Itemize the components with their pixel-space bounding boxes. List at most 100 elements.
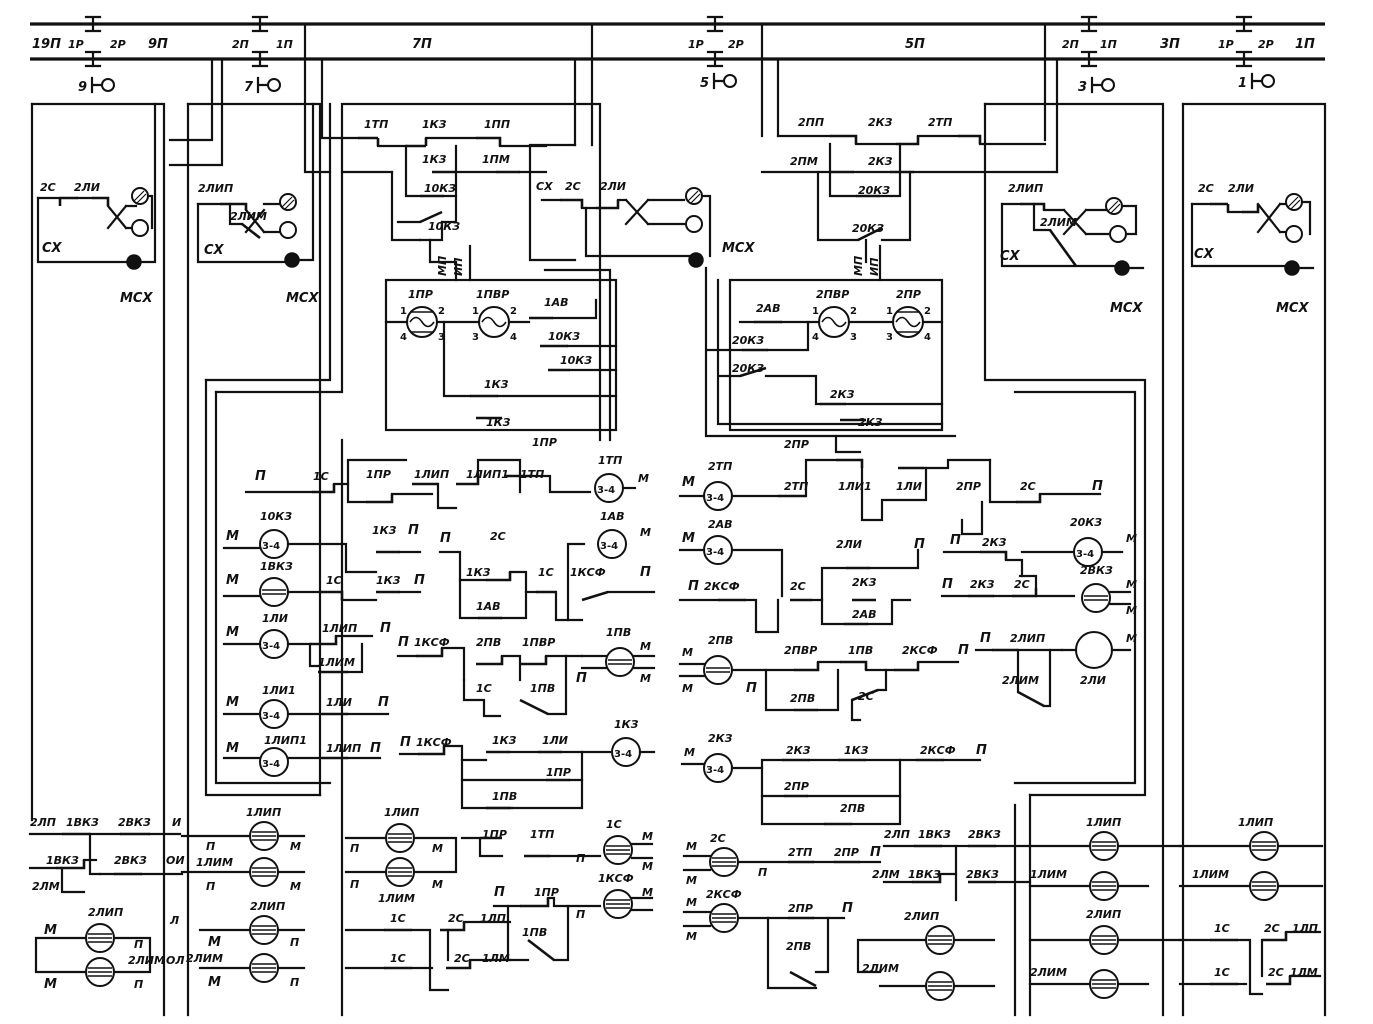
contact-label: 1АВ [544,296,569,309]
relay-label: 2ПВ [708,634,733,647]
contact-label: 2С [1020,480,1036,493]
lamp-dark-icon [688,252,704,268]
lamp-icon [685,187,703,205]
signal-1-icon: 1 [1238,72,1275,91]
svg-text:1: 1 [400,306,407,317]
contact-label: 2ЛИМ [1002,674,1039,687]
relay-label: 1ПР [408,288,433,301]
svg-text:3-4: 3-4 [262,641,280,652]
wire-label: ОИ [166,854,185,867]
contact-label: 2ПВ [476,636,501,649]
svg-text:4: 4 [400,332,407,343]
wire-label: П [134,938,143,951]
relay-label: 1ВКЗ [260,560,293,573]
lamp-icon [279,193,297,211]
right-route-block: 2ПП 2КЗ 2ТП 2ПМ 2КЗ 20КЗ 20КЗ [760,116,1059,282]
wire-label: М [686,840,697,853]
contact-label: П [378,695,389,710]
contact-label: 1ЛИП1 [466,468,509,481]
lamp-dark-icon [126,254,142,270]
contact-label: 1КСФ [416,736,452,749]
contact-label: 1ЛП [480,912,506,925]
right-relay-ladder: 3-4 М 2ТП 2ТП 1ЛИ1 1ЛИ 2ПР 2С П 3-4 [678,458,1137,826]
contact-label: 2ПР [784,780,809,793]
signal-number: 3 [1078,80,1087,95]
signal-head-9: 2С 2ЛИ СХ МСХ [36,102,157,306]
contact-label: 1КЗ [492,734,517,747]
contact-label: 2КСФ [902,644,938,657]
contact-label: 2ВКЗ [968,828,1001,841]
rung-1tp: 3-4 П 1С 1ПР 1ЛИП 1ЛИП1 1ТП 1ТП М [244,454,649,510]
switch-label: 1П [1100,38,1117,51]
relay-label: 1ЛИМ [1030,868,1067,881]
section-label: 19П [32,37,61,52]
relay-1lip1-icon [259,747,289,777]
contact-label: 1ЛИ [896,480,922,493]
wire-label: М [432,878,443,891]
relay-label: 2ЛИП [250,900,285,913]
wire-label: МСХ [722,241,755,256]
contact-label: 2ПР [784,438,809,451]
contact-label: 1ЛМ [482,952,510,965]
contact-label: 10КЗ [560,354,592,367]
contact-label: 10КЗ [428,220,460,233]
relay-label: 1ЛИМ [196,856,233,869]
svg-text:3-4: 3-4 [706,493,724,504]
relay-1vkz-icon [259,577,289,607]
contact-label: 2АВ [852,608,877,621]
wire-label: П [494,885,505,900]
wire-label: М [208,935,221,950]
contact-label: 1ВКЗ [908,868,941,881]
svg-text:3-4: 3-4 [1076,549,1094,560]
section-label: 7П [412,37,432,52]
contact-label: 2КЗ [786,744,811,757]
contact-label: 1ПР [366,468,391,481]
contact-label: 2ПП [798,116,824,129]
contact-label: 2С [1198,182,1214,195]
contact-label: 1С [1214,966,1230,979]
lamp-dark-icon [1284,260,1300,276]
wire-label: М [1126,532,1137,545]
wire-label: М [640,640,651,653]
track-bus [30,15,1325,68]
contact-label: 1С [538,566,554,579]
contact-label: 2ТП [928,116,952,129]
contact-label: 1ПР [532,436,557,449]
svg-text:3-4: 3-4 [614,749,632,760]
relay-label: 2АВ [708,518,733,531]
contact-label: 1ЛИМ [318,656,355,669]
wire-label: М [686,930,697,943]
contact-label: 2КЗ [858,416,883,429]
contact-label: 2ЛИМ [1040,216,1077,229]
contact-label: 2ПВ [840,802,865,815]
contact-label: 2ЛИП [198,182,233,195]
contact-label: 2ПМ [790,155,818,168]
contact-label: 2КЗ [852,576,877,589]
signal-head-1: 2С 2ЛИ СХ МСХ [1190,182,1315,316]
rung-1pv: П 1КСФ 2ПВ 1ПВР 1С 1ПВ П 1ПВ М М [396,626,656,718]
left-relay-ladder: 3-4 П 1С 1ПР 1ЛИП 1ЛИП1 1ТП 1ТП М 3-4 М … [222,454,656,810]
contact-label: 1С [313,470,329,483]
contact-label: 1КЗ [484,378,509,391]
section-label: 9П [148,37,168,52]
lamp-dark-icon [1114,260,1130,276]
left-route-block: 1ТП 1КЗ 1ПП 1КЗ 1ПМ 10КЗ 10КЗ [340,118,548,282]
wire-label: П [290,936,299,949]
contact-label: П [1092,479,1103,494]
relay-2vkz-icon [1081,583,1111,613]
contact-label: 1КСФ [570,566,606,579]
section-label: 5П [905,37,925,52]
wire-label: М [208,975,221,990]
bus-section-labels: 19П 9П 7П 5П 3П 1П 1Р 2Р 2П 1П 1Р 2Р 2П … [32,37,1315,52]
lamp-icon [1285,193,1303,211]
wire-label: ИП [868,258,881,276]
rung-2pv: М М 2ПВ 2ПВР 1ПВ 2КСФ П 2ПВ 2С П [678,634,969,722]
contact-label: 2ВКЗ [118,816,151,829]
relay-label: 1АВ [600,510,625,523]
contact-label: 20КЗ [858,184,890,197]
wire-label: МП [436,256,449,276]
contact-label: 1КЗ [422,153,447,166]
contact-label: П [440,531,451,546]
contact-label: 1ПМ [482,153,510,166]
